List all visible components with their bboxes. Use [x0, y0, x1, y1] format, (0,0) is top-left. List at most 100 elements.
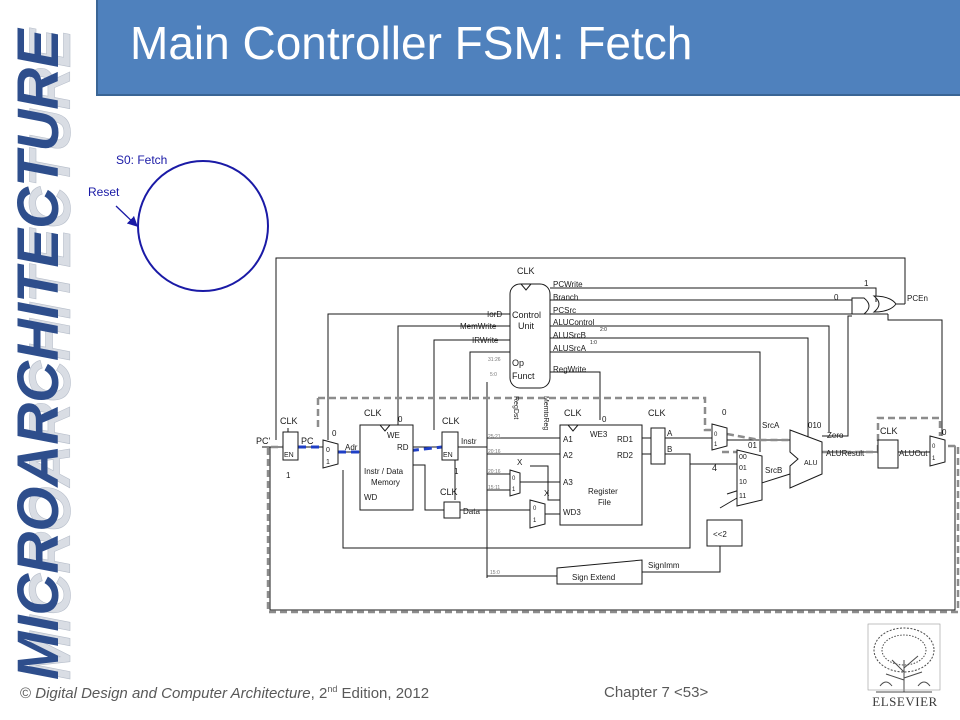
label: SignImm [648, 561, 680, 570]
label: MemtoReg [542, 396, 549, 430]
label: Register [588, 487, 618, 496]
label: Branch [553, 293, 578, 302]
label: PC [301, 436, 314, 446]
mux-memtoreg [529, 499, 546, 529]
label: 2:0 [600, 327, 607, 333]
label: RD2 [617, 451, 634, 460]
elsevier-tree-icon [867, 623, 941, 693]
label: 25:21 [488, 434, 501, 440]
label: CLK [564, 408, 582, 418]
publisher-logo-text: ELSEVIER [872, 694, 938, 709]
mux-srca [711, 423, 728, 451]
label: ALUSrcA [553, 344, 587, 353]
label: MemWrite [460, 322, 497, 331]
label: 1 [864, 279, 869, 288]
label: Data [463, 507, 480, 516]
label: SrcA [762, 421, 780, 430]
label: 0 [942, 428, 947, 437]
register-file [559, 424, 643, 526]
and-gate [851, 297, 870, 315]
label: Memory [371, 478, 400, 487]
label: 00 [739, 454, 747, 461]
datapath-labels: CLK Control Unit Op Funct PCWrite Branch… [256, 266, 947, 582]
label: CLK [280, 416, 298, 426]
shift-left-2 [706, 519, 743, 547]
label: CLK [440, 487, 458, 497]
label: 010 [808, 421, 822, 430]
label: 0 [834, 293, 839, 302]
sign-extend [556, 559, 643, 585]
sidebar-decoration: MICROARCHITECTURE MICROARCHITECTURE [6, 27, 83, 681]
label: 0 [932, 444, 936, 450]
label: 15:11 [488, 485, 500, 491]
label: PCSrc [553, 306, 576, 315]
label: X [517, 458, 523, 467]
label: ALUControl [553, 318, 595, 327]
label: 15:0 [490, 570, 500, 576]
edition-prefix: , 2 [310, 685, 328, 702]
label: Instr [461, 437, 477, 446]
sidebar-text-shadow: MICROARCHITECTURE [18, 27, 83, 680]
aluout-register [877, 439, 899, 469]
label: Instr / Data [364, 467, 404, 476]
state-label: S0: Fetch [116, 153, 167, 167]
label: CLK [880, 426, 898, 436]
label: File [598, 498, 611, 507]
fsm-state-s0: S0: Fetch Reset [88, 153, 269, 292]
fetch-dashed-path [266, 396, 960, 614]
label: 0 [722, 408, 727, 417]
label: <<2 [713, 530, 727, 539]
label: 0 [512, 476, 516, 482]
label: WE [387, 431, 400, 440]
reset-arrow [115, 205, 138, 227]
instr-register [441, 431, 459, 461]
label: SrcB [765, 466, 782, 475]
label: 1 [326, 459, 330, 466]
label: 0 [332, 429, 337, 438]
footer-copyright: © Digital Design and Computer Architectu… [20, 684, 429, 702]
label: 1 [286, 471, 291, 480]
label: 31:26 [488, 357, 501, 363]
edition-suffix: Edition, 2012 [337, 685, 430, 702]
sidebar-text: MICROARCHITECTURE [6, 27, 71, 680]
label: 5:0 [490, 372, 497, 378]
ab-registers [650, 427, 666, 465]
diagram: S0: Fetch Reset [88, 153, 960, 614]
label: WE3 [590, 430, 608, 439]
label: Op [512, 358, 524, 368]
label: A1 [563, 435, 573, 444]
label: A2 [563, 451, 573, 460]
slide-title: Main Controller FSM: Fetch [130, 17, 693, 69]
label: 1 [533, 518, 537, 524]
label: 10 [739, 479, 747, 486]
label: Adr [345, 443, 358, 452]
label: 01 [739, 465, 747, 472]
label: RegDst [512, 396, 519, 419]
alu [789, 429, 823, 489]
label: 1 [512, 487, 516, 493]
copyright-symbol: © [20, 685, 36, 702]
or-gate [872, 295, 897, 313]
label: IorD [487, 310, 502, 319]
label: 0 [326, 447, 330, 454]
label: ALUSrcB [553, 331, 586, 340]
label: Control [512, 310, 541, 320]
label: 0 [714, 432, 718, 438]
label: 0 [533, 506, 537, 512]
label: 1 [454, 467, 459, 476]
label: WD [364, 493, 378, 502]
footer-chapter: Chapter 7 <53> [604, 684, 709, 701]
label: EN [443, 452, 453, 459]
label: A [667, 429, 673, 438]
label: CLK [517, 266, 535, 276]
label: 0 [398, 415, 403, 424]
instr-data-memory [359, 424, 414, 511]
label: ALUOut [899, 449, 928, 458]
mux-regdst [509, 469, 521, 497]
label: 11 [739, 493, 746, 500]
label: 1 [932, 456, 936, 462]
mux-pcsrc [929, 435, 946, 467]
label: ALU [804, 460, 818, 467]
label: 20:16 [488, 469, 501, 475]
label: PC' [256, 436, 271, 446]
